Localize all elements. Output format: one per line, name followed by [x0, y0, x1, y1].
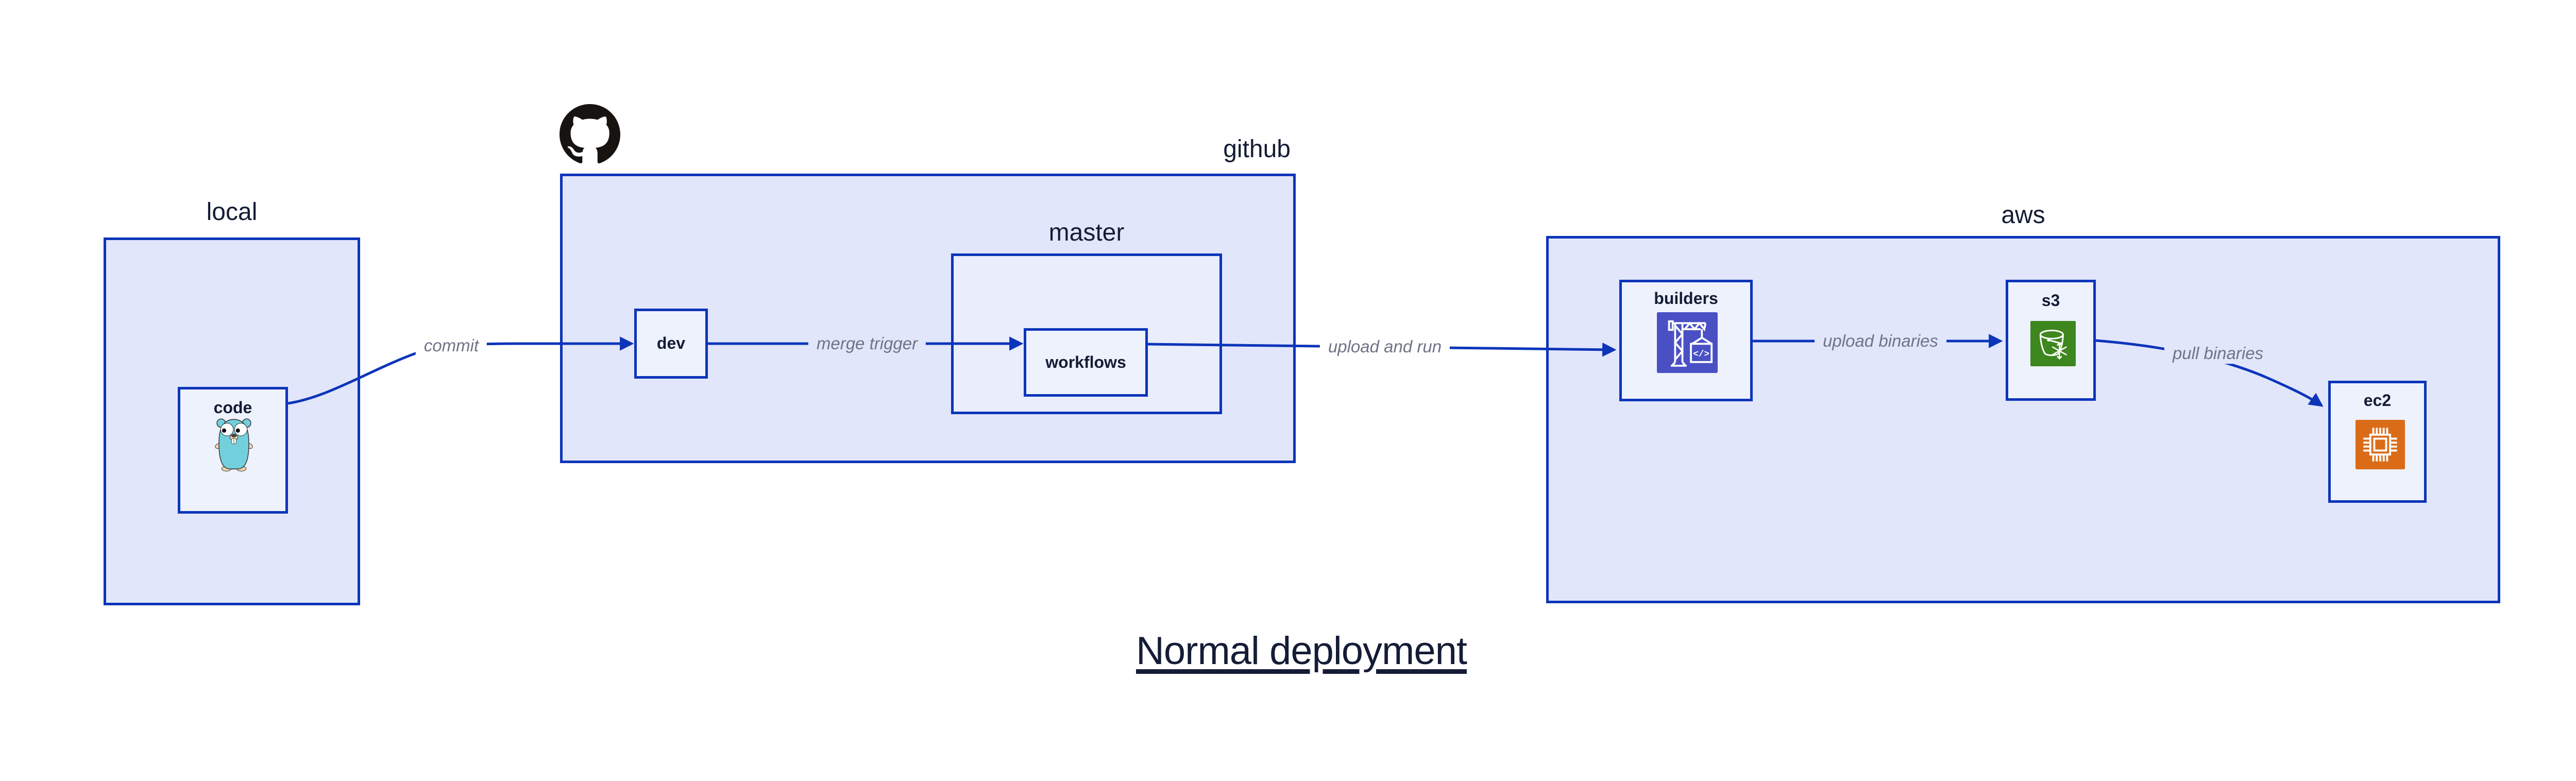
svg-text:</>: </>: [1693, 349, 1709, 360]
code-node: code: [178, 387, 288, 514]
edge-label-upload-and-run: upload and run: [1319, 336, 1450, 357]
edge-label-upload-binaries: upload binaries: [1815, 331, 1946, 351]
s3-node: s3: [2006, 280, 2096, 401]
edge-label-commit: commit: [415, 335, 487, 356]
edge-label-merge-trigger: merge trigger: [808, 333, 926, 354]
go-gopher-icon: [215, 418, 253, 471]
diagram-title: Normal deployment: [1136, 629, 1467, 673]
builders-node: builders </>: [1619, 280, 1753, 401]
master-container-label: master: [1048, 219, 1125, 246]
ec2-node: ec2: [2328, 381, 2427, 503]
dev-node: dev: [634, 309, 708, 379]
code-node-label: code: [213, 398, 252, 417]
ec2-chip-icon: [2355, 420, 2405, 469]
github-container-label: github: [1223, 135, 1291, 163]
s3-glacier-bucket-icon: [2030, 321, 2076, 366]
dev-node-label: dev: [656, 334, 686, 353]
ec2-node-label: ec2: [2363, 391, 2392, 410]
builders-node-label: builders: [1654, 289, 1718, 308]
github-octocat-icon: [560, 104, 620, 164]
workflows-node-label: workflows: [1045, 352, 1126, 371]
aws-container-label: aws: [2001, 201, 2045, 229]
local-container-label: local: [206, 198, 258, 226]
s3-node-label: s3: [2041, 291, 2060, 310]
workflows-node: workflows: [1024, 328, 1148, 397]
edge-label-pull-binaries: pull binaries: [2164, 343, 2272, 364]
codebuild-crane-icon: </>: [1657, 312, 1718, 373]
